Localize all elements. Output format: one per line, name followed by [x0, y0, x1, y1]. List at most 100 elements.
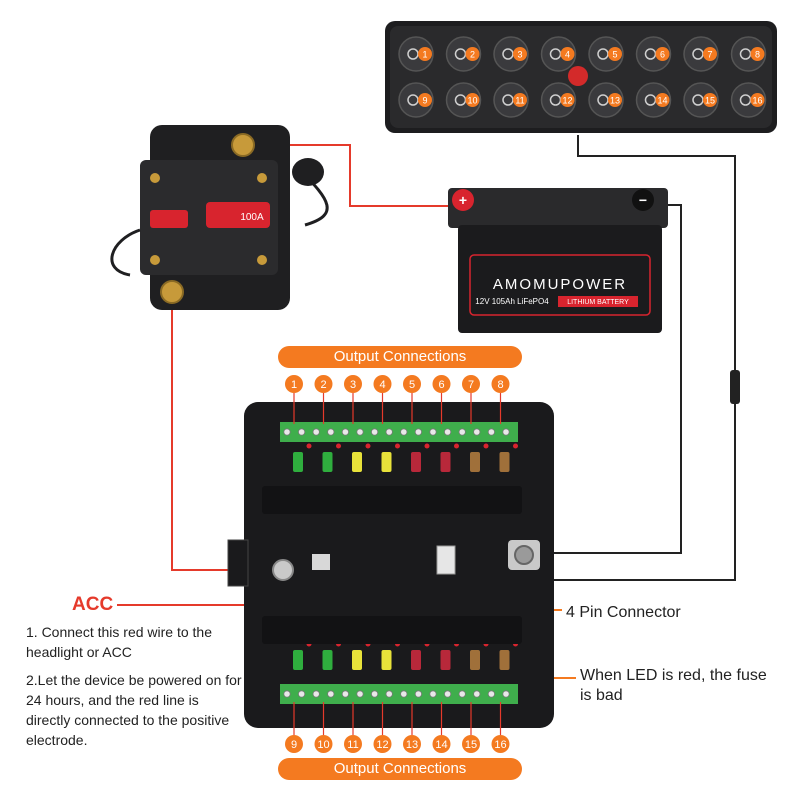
terminal-screw[interactable]	[356, 428, 364, 436]
output-badge	[462, 375, 480, 393]
fuse-led	[306, 443, 312, 449]
fuse-bottom-2[interactable]	[322, 650, 333, 670]
fuse-top-5[interactable]	[411, 452, 421, 472]
panel-button-14[interactable]: 14	[635, 82, 672, 118]
terminal-screw[interactable]	[502, 690, 510, 698]
panel-button-5[interactable]: 5	[588, 36, 624, 72]
panel-button-3[interactable]: 3	[493, 36, 529, 72]
terminal-screw[interactable]	[429, 690, 437, 698]
terminal-screw[interactable]	[443, 428, 452, 436]
output-badge	[344, 375, 362, 393]
terminal-screw[interactable]	[341, 690, 349, 698]
terminal-screw[interactable]	[370, 428, 379, 436]
terminal-screw[interactable]	[370, 690, 379, 698]
circuit-breaker: 100A	[110, 125, 329, 310]
terminal-screw[interactable]	[414, 428, 422, 436]
terminal-screw[interactable]	[356, 690, 364, 698]
terminal-screw[interactable]	[458, 428, 466, 436]
output-number: 16	[494, 739, 506, 751]
breaker-reset-tab[interactable]	[150, 210, 188, 228]
output-number: 8	[497, 379, 503, 391]
terminal-screw[interactable]	[487, 690, 495, 698]
terminal-screw[interactable]	[312, 690, 320, 698]
fuse-led	[513, 443, 518, 449]
output-badge	[373, 735, 392, 753]
panel-button-13[interactable]: 13	[588, 82, 624, 118]
fuse-top-3[interactable]	[352, 452, 362, 472]
four-pin-connector[interactable]	[436, 545, 456, 575]
panel-button-16[interactable]: 16	[730, 82, 767, 118]
panel-number-badge	[703, 93, 717, 107]
panel-button-1[interactable]: 1	[398, 36, 434, 72]
terminal-screw[interactable]	[283, 428, 291, 436]
output-number: 12	[376, 739, 388, 751]
output-number: 2	[320, 379, 326, 391]
fuse-led	[395, 443, 400, 449]
fuse-bottom-1[interactable]	[293, 650, 303, 670]
terminal-screw[interactable]	[414, 690, 422, 698]
panel-button-15[interactable]: 15	[683, 82, 719, 118]
terminal-screw[interactable]	[283, 690, 291, 698]
panel-button-4[interactable]: 4	[540, 36, 577, 72]
panel-number: 12	[562, 96, 572, 106]
output-badge	[462, 735, 480, 753]
fuse-top-6[interactable]	[440, 452, 451, 472]
fuse-top-1[interactable]	[293, 452, 303, 472]
panel-button-8[interactable]: 8	[730, 36, 767, 72]
fuse-bottom-6[interactable]	[440, 650, 451, 670]
fuse-bottom-4[interactable]	[381, 650, 392, 670]
terminal-screw[interactable]	[297, 690, 306, 698]
terminal-screw[interactable]	[327, 690, 335, 698]
terminal-screw[interactable]	[473, 690, 481, 698]
terminal-screw[interactable]	[385, 428, 393, 436]
fuse-bottom-3[interactable]	[352, 650, 362, 670]
terminal-screw[interactable]	[458, 690, 466, 698]
panel-button-6[interactable]: 6	[635, 36, 672, 72]
panel-number-badge	[513, 93, 527, 107]
fuse-led	[424, 443, 430, 449]
fuse-top-8[interactable]	[499, 452, 510, 472]
terminal-screw[interactable]	[429, 428, 437, 436]
panel-button-12[interactable]: 12	[540, 82, 577, 118]
breaker-lever[interactable]	[206, 202, 270, 228]
panel-button-11[interactable]: 11	[493, 82, 529, 118]
panel-button-9[interactable]: 9	[398, 82, 434, 118]
output-badge	[373, 375, 392, 393]
fuse-top-7[interactable]	[470, 452, 480, 472]
top-terminal-strip	[280, 422, 518, 442]
panel-number: 5	[612, 50, 617, 60]
output-number: 9	[291, 739, 297, 751]
panel-number: 10	[467, 96, 477, 106]
terminal-screw[interactable]	[400, 690, 408, 698]
terminal-screw[interactable]	[385, 690, 393, 698]
fuse-bottom-7[interactable]	[470, 650, 480, 670]
panel-number: 14	[657, 96, 667, 106]
terminal-screw[interactable]	[341, 428, 349, 436]
panel-center-indicator	[568, 66, 588, 86]
fuse-top-2[interactable]	[322, 452, 333, 472]
output-number: 14	[435, 739, 447, 751]
fuse-bottom-5[interactable]	[411, 650, 421, 670]
positive-symbol: +	[459, 192, 467, 208]
terminal-screw[interactable]	[443, 690, 452, 698]
terminal-screw[interactable]	[487, 428, 495, 436]
terminal-screw[interactable]	[327, 428, 335, 436]
panel-number-badge	[655, 47, 670, 61]
battery-negative-terminal	[632, 189, 654, 211]
terminal-screw[interactable]	[400, 428, 408, 436]
terminal-screw[interactable]	[312, 428, 320, 436]
panel-button-7[interactable]: 7	[683, 36, 719, 72]
output-badge	[285, 375, 303, 393]
connector-callout: 4 Pin Connector	[566, 604, 681, 621]
terminal-screw[interactable]	[502, 428, 510, 436]
terminal-screw[interactable]	[297, 428, 306, 436]
acc-note-2: 2.Let the device be powered on for 24 ho…	[26, 672, 242, 748]
panel-button-2[interactable]: 2	[445, 36, 482, 72]
terminal-screw[interactable]	[473, 428, 481, 436]
panel-number: 9	[422, 96, 427, 106]
fuse-bottom-8[interactable]	[499, 650, 510, 670]
panel-button-10[interactable]: 10	[445, 82, 482, 118]
fuse-top-4[interactable]	[381, 452, 392, 472]
